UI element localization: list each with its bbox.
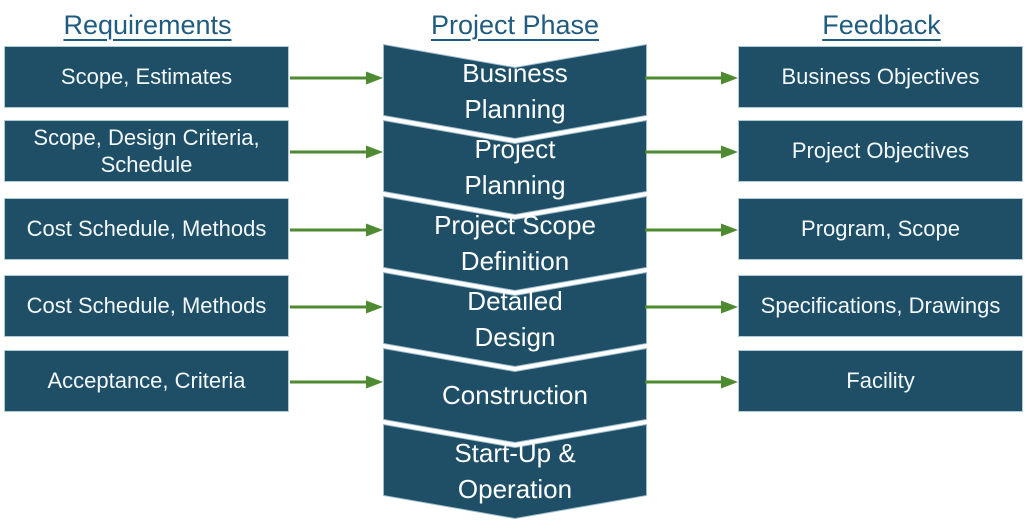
phase-chevron-shape-4 (383, 271, 647, 368)
feedback-box-program-scope: Program, Scope (738, 198, 1023, 260)
feedback-box-specifications-drawings: Specifications, Drawings (738, 275, 1023, 337)
phase-to-feedback-arrow-2 (645, 145, 738, 159)
requirement-to-phase-arrow-1 (290, 71, 383, 85)
requirement-to-phase-arrow-4 (290, 300, 383, 314)
phase-chevron-shape-1 (383, 44, 647, 140)
phase-to-feedback-arrow-4 (645, 300, 738, 314)
requirement-to-phase-arrow-5 (290, 375, 383, 389)
requirement-box-cost-schedule-methods-1: Cost Schedule, Methods (4, 198, 289, 260)
feedback-box-project-objectives: Project Objectives (738, 120, 1023, 182)
requirement-box-scope-estimates: Scope, Estimates (4, 46, 289, 108)
feedback-box-business-objectives: Business Objectives (738, 46, 1023, 108)
phase-to-feedback-arrow-5 (645, 375, 738, 389)
feedback-box-facility: Facility (738, 350, 1023, 412)
requirement-to-phase-arrow-3 (290, 223, 383, 237)
phase-chevron-stack (383, 44, 647, 520)
requirements-column-header: Requirements (63, 9, 232, 40)
phase-chevron-shape-3 (383, 195, 647, 292)
project-phase-column-header: Project Phase (430, 9, 600, 40)
phase-chevron-shape-5 (383, 347, 647, 444)
phase-chevron-shape-6 (383, 423, 647, 520)
requirement-to-phase-arrow-2 (290, 145, 383, 159)
requirement-box-acceptance-criteria: Acceptance, Criteria (4, 350, 289, 412)
requirement-box-scope-design-criteria: Scope, Design Criteria, Schedule (4, 120, 289, 182)
phase-to-feedback-arrow-1 (645, 71, 738, 85)
requirement-box-cost-schedule-methods-2: Cost Schedule, Methods (4, 275, 289, 337)
phase-to-feedback-arrow-3 (645, 223, 738, 237)
feedback-column-header: Feedback (822, 9, 941, 40)
phase-chevron-shape-2 (383, 119, 647, 216)
